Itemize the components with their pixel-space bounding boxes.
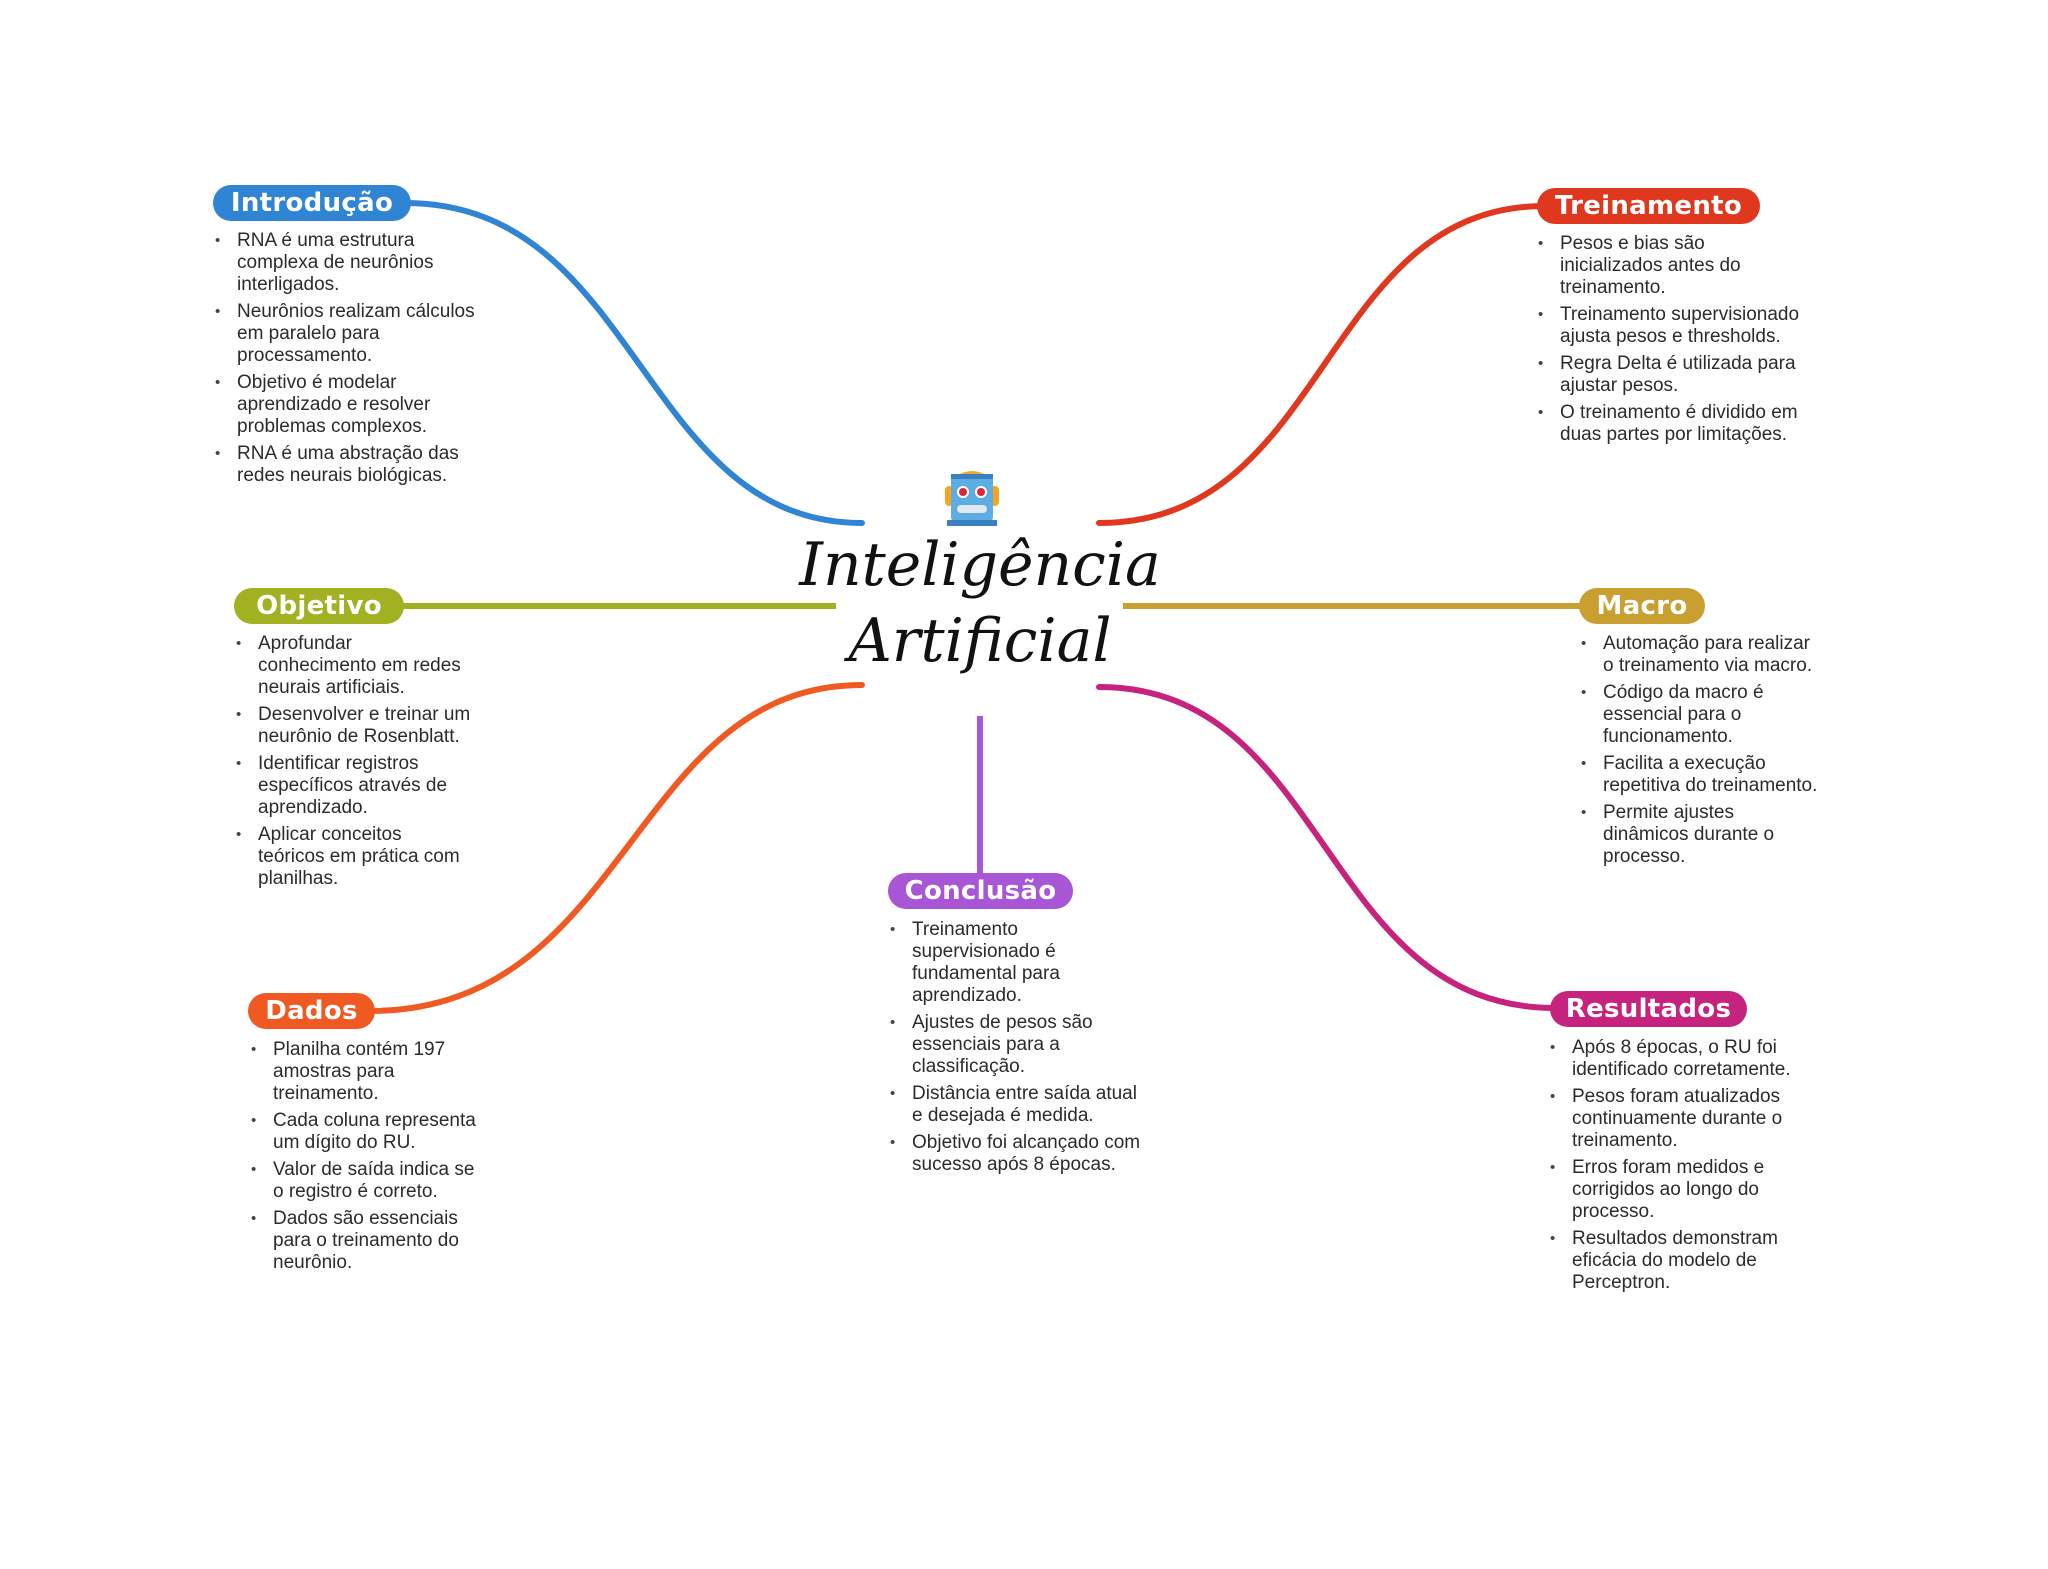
link-introducao	[402, 200, 865, 526]
objetivo-items: Aprofundar conhecimento em redes neurais…	[234, 633, 473, 895]
topic-macro[interactable]: Macro	[1579, 588, 1705, 624]
topic-dados[interactable]: Dados	[248, 993, 375, 1029]
topic-resultados[interactable]: Resultados	[1550, 991, 1747, 1027]
list-item: Objetivo foi alcançado com sucesso após …	[890, 1132, 1142, 1176]
list-item: Treinamento supervisionado é fundamental…	[890, 919, 1142, 1007]
central-title-line1: Inteligência	[799, 530, 1161, 600]
topic-objetivo[interactable]: Objetivo	[234, 588, 404, 624]
list-item: Permite ajustes dinâmicos durante o proc…	[1581, 802, 1823, 868]
list-item: Automação para realizar o treinamento vi…	[1581, 633, 1823, 677]
list-item: Valor de saída indica se o registro é co…	[251, 1159, 478, 1203]
list-item: Identificar registros específicos atravé…	[236, 753, 473, 819]
topic-treinamento[interactable]: Treinamento	[1537, 188, 1760, 224]
list-item: Erros foram medidos e corrigidos ao long…	[1550, 1157, 1832, 1223]
list-item: Pesos foram atualizados continuamente du…	[1550, 1086, 1832, 1152]
link-treinamento	[1096, 203, 1548, 526]
list-item: Treinamento supervisionado ajusta pesos …	[1538, 304, 1810, 348]
list-item: Ajustes de pesos são essenciais para a c…	[890, 1012, 1142, 1078]
list-item: Desenvolver e treinar um neurônio de Ros…	[236, 704, 473, 748]
list-item: Resultados demonstram eficácia do modelo…	[1550, 1228, 1832, 1294]
list-item: Facilita a execução repetitiva do treina…	[1581, 753, 1823, 797]
list-item: Planilha contém 197 amostras para treina…	[251, 1039, 478, 1105]
list-item: Dados são essenciais para o treinamento …	[251, 1208, 478, 1274]
list-item: O treinamento é dividido em duas partes …	[1538, 402, 1810, 446]
list-item: Cada coluna representa um dígito do RU.	[251, 1110, 478, 1154]
macro-items: Automação para realizar o treinamento vi…	[1579, 633, 1823, 873]
list-item: Distância entre saída atual e desejada é…	[890, 1083, 1142, 1127]
list-item: RNA é uma estrutura complexa de neurônio…	[215, 230, 482, 296]
list-item: Pesos e bias são inicializados antes do …	[1538, 233, 1810, 299]
introducao-items: RNA é uma estrutura complexa de neurônio…	[213, 230, 482, 492]
resultados-items: Após 8 épocas, o RU foi identificado cor…	[1548, 1037, 1832, 1299]
list-item: Regra Delta é utilizada para ajustar pes…	[1538, 353, 1810, 397]
link-resultados	[1096, 684, 1558, 1011]
list-item: Aprofundar conhecimento em redes neurais…	[236, 633, 473, 699]
link-dados	[367, 682, 865, 1014]
topic-conclusao[interactable]: Conclusão	[888, 873, 1073, 909]
dados-items: Planilha contém 197 amostras para treina…	[249, 1039, 478, 1279]
list-item: Neurônios realizam cálculos em paralelo …	[215, 301, 482, 367]
topic-introducao[interactable]: Introdução	[213, 185, 411, 221]
list-item: RNA é uma abstração das redes neurais bi…	[215, 443, 482, 487]
treinamento-items: Pesos e bias são inicializados antes do …	[1536, 233, 1810, 451]
central-title-line2: Artificial	[848, 606, 1112, 676]
robot-icon	[945, 471, 999, 526]
list-item: Código da macro é essencial para o funci…	[1581, 682, 1823, 748]
conclusao-items: Treinamento supervisionado é fundamental…	[888, 919, 1142, 1181]
list-item: Objetivo é modelar aprendizado e resolve…	[215, 372, 482, 438]
list-item: Após 8 épocas, o RU foi identificado cor…	[1550, 1037, 1832, 1081]
list-item: Aplicar conceitos teóricos em prática co…	[236, 824, 473, 890]
